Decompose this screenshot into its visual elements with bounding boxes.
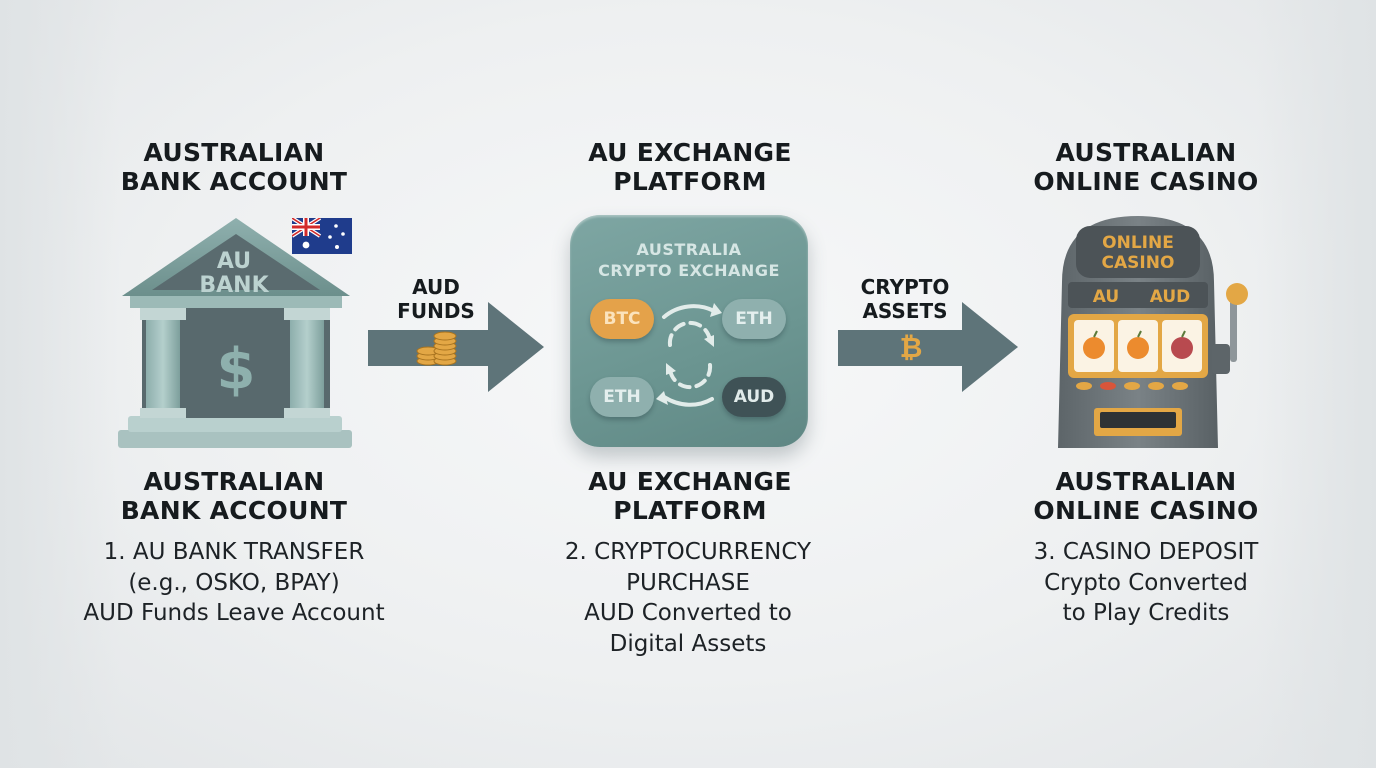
svg-text:BANK: BANK [199, 273, 269, 298]
svg-text:CASINO: CASINO [1102, 253, 1175, 273]
bank-building-icon: $ AU BANK [118, 218, 352, 448]
bank-caption: 1. AU BANK TRANSFER (e.g., OSKO, BPAY) A… [83, 539, 385, 626]
coin-stack-icon [416, 331, 457, 366]
svg-text:ONLINE: ONLINE [1102, 233, 1174, 253]
crypto-exchange-icon: AUSTRALIA CRYPTO EXCHANGE BTC ETH ETH AU… [570, 215, 808, 447]
coin-aud: AUD [722, 377, 786, 417]
svg-text:AU: AU [217, 249, 251, 274]
coin-btc: BTC [590, 299, 654, 339]
backdrop-right [1256, 0, 1376, 768]
exchange-cycle-icon [656, 303, 722, 407]
bitcoin-icon: ₿ [899, 331, 923, 364]
slot-machine-icon: ONLINE CASINO AU AUD [1058, 216, 1248, 448]
australian-flag-icon [292, 218, 352, 254]
coin-eth-bottom: ETH [590, 377, 654, 417]
arrow-2 [838, 302, 1018, 392]
casino-caption: 3. CASINO DEPOSIT Crypto Converted to Pl… [1033, 539, 1259, 626]
svg-text:AU: AU [1093, 287, 1119, 307]
svg-text:AUD: AUD [1150, 287, 1191, 307]
backdrop-left [0, 0, 120, 768]
exchange-caption: 2. CRYPTOCURRENCY PURCHASE AUD Converted… [564, 539, 812, 657]
dollar-symbol: $ [217, 337, 256, 402]
coin-eth-top: ETH [722, 299, 786, 339]
